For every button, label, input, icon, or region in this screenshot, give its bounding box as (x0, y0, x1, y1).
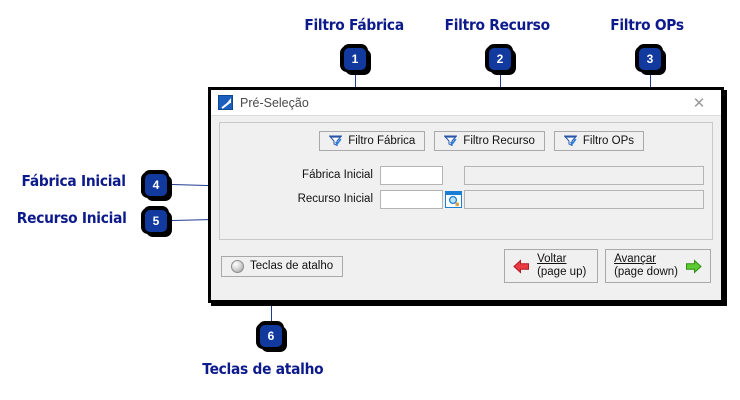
filtro-recurso-button[interactable]: Filtro Recurso (434, 131, 545, 151)
voltar-text: Voltar (page up) (537, 253, 586, 279)
filtro-ops-button[interactable]: Filtro OPs (553, 131, 644, 151)
annotation-badge-6: 6 (258, 323, 284, 349)
voltar-hint: (page up) (537, 266, 587, 278)
filter-button-row: Filtro Fábrica Filtro Recurso (228, 131, 704, 151)
annotation-label-filtro-ops: Filtro OPs (610, 16, 684, 34)
field-row-fabrica-inicial: Fábrica Inicial (228, 165, 704, 185)
pre-selecao-dialog: Pré-Seleção ✕ Filtro Fábrica (208, 87, 724, 303)
annotation-label-filtro-recurso: Filtro Recurso (444, 16, 550, 34)
arrow-right-green-icon (685, 258, 702, 274)
navigation-buttons: Voltar (page up) Avançar (page down) (504, 249, 711, 283)
search-lookup-icon[interactable] (445, 190, 462, 208)
dialog-titlebar[interactable]: Pré-Seleção ✕ (211, 90, 721, 116)
funnel-icon (444, 135, 458, 147)
fabrica-inicial-display (464, 165, 704, 185)
avancar-text: Avançar (page down) (614, 253, 678, 279)
filtro-fabrica-button[interactable]: Filtro Fábrica (319, 131, 426, 151)
annotation-badge-1: 1 (342, 46, 368, 72)
avancar-button[interactable]: Avançar (page down) (605, 249, 711, 283)
annotation-label-teclas-atalho: Teclas de atalho (202, 360, 324, 378)
fabrica-inicial-input[interactable] (380, 165, 443, 185)
funnel-icon (329, 135, 343, 147)
filter-group-panel: Filtro Fábrica Filtro Recurso (219, 122, 713, 240)
filtro-recurso-label: Filtro Recurso (463, 135, 535, 147)
filtro-ops-label: Filtro OPs (582, 135, 634, 147)
annotation-label-filtro-fabrica: Filtro Fábrica (304, 16, 404, 34)
teclas-de-atalho-button[interactable]: Teclas de atalho (221, 255, 344, 277)
globe-icon (231, 259, 244, 273)
teclas-de-atalho-label: Teclas de atalho (250, 260, 334, 272)
annotation-badge-4: 4 (143, 172, 169, 198)
dialog-title: Pré-Seleção (240, 95, 309, 110)
dialog-client-area: Filtro Fábrica Filtro Recurso (211, 116, 721, 300)
voltar-button[interactable]: Voltar (page up) (504, 249, 599, 283)
recurso-inicial-display (464, 189, 704, 209)
fields-area: Fábrica Inicial Recurso Inicial (228, 165, 704, 209)
annotation-badge-3: 3 (637, 46, 663, 72)
field-row-recurso-inicial: Recurso Inicial (228, 189, 704, 209)
annotation-label-fabrica-inicial: Fábrica Inicial (21, 172, 126, 190)
annotation-label-recurso-inicial: Recurso Inicial (16, 209, 127, 227)
filtro-fabrica-label: Filtro Fábrica (348, 135, 416, 147)
arrow-left-red-icon (513, 258, 530, 274)
funnel-icon (563, 135, 577, 147)
annotation-badge-5: 5 (143, 208, 169, 234)
recurso-inicial-input[interactable] (380, 189, 443, 209)
recurso-inicial-label: Recurso Inicial (297, 193, 373, 205)
avancar-hint: (page down) (614, 266, 678, 278)
lookup-titlebar-decoration (446, 191, 461, 195)
avancar-label: Avançar (614, 252, 657, 265)
fabrica-inicial-label: Fábrica Inicial (302, 169, 373, 181)
voltar-label: Voltar (537, 252, 567, 265)
close-icon[interactable]: ✕ (692, 95, 706, 112)
annotation-badge-2: 2 (487, 46, 513, 72)
app-chart-icon (218, 95, 233, 110)
dialog-footer: Teclas de atalho Voltar (page up) (219, 249, 713, 283)
